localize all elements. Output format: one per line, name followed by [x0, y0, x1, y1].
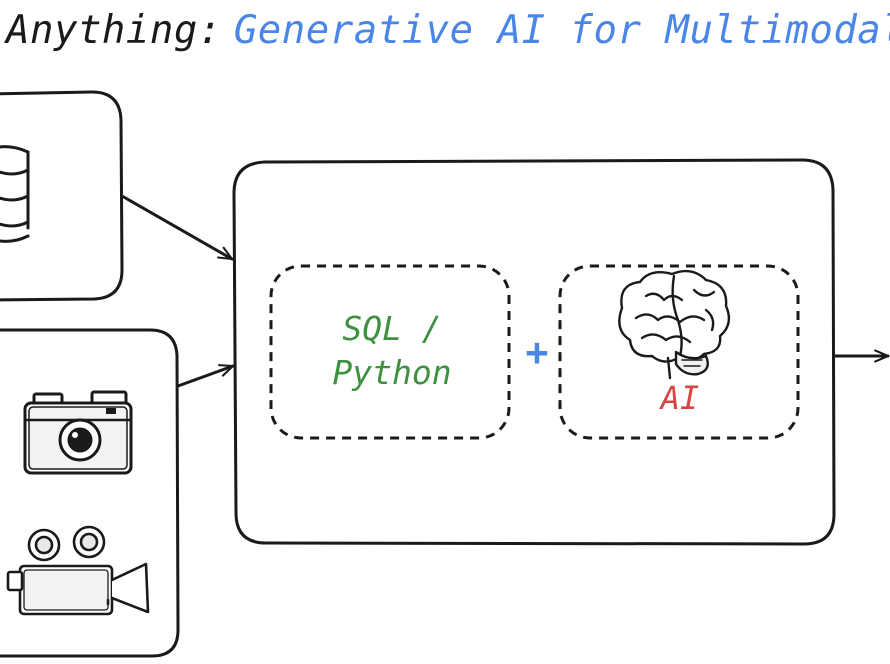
title-prefix: Anything:: [6, 8, 222, 53]
code-label: SQL / Python: [292, 307, 492, 395]
arrow-media-to-process: [176, 364, 235, 388]
database-icon: [0, 145, 30, 243]
code-box: [269, 264, 511, 440]
title-highlight: Generative AI for Multimodal An: [233, 8, 890, 53]
ai-box: [558, 264, 800, 440]
brain-icon: [618, 269, 731, 380]
process-box: [232, 158, 836, 546]
ai-label: AI: [660, 379, 700, 417]
diagram-title: Anything:Generative AI for Multimodal An: [6, 8, 890, 53]
database-source-box: [0, 90, 124, 302]
arrow-database-to-process: [120, 194, 234, 261]
media-source-box: [0, 328, 180, 658]
plus-sign: +: [525, 330, 549, 374]
video-camera-icon: [6, 525, 150, 616]
code-label-line2: Python: [332, 353, 452, 392]
code-label-line1: SQL /: [342, 309, 442, 348]
camera-icon: [23, 390, 133, 475]
